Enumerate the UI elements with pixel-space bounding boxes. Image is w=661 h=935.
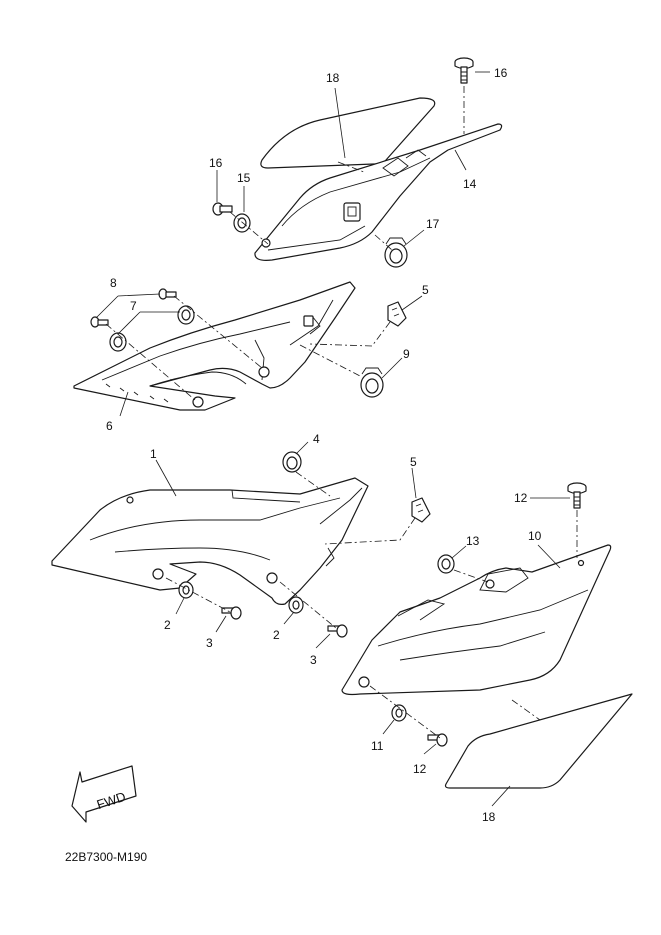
callout-12-upper: 12 [514, 491, 528, 505]
bolt-12-top [567, 482, 587, 509]
callout-16-upper: 16 [494, 66, 508, 80]
callout-5-upper: 5 [422, 283, 429, 297]
callout-3-left: 3 [206, 636, 213, 650]
upper-side-cover [254, 123, 503, 261]
callout-2-right: 2 [273, 628, 280, 642]
callout-17: 17 [426, 217, 440, 231]
callout-18-lower: 18 [482, 810, 496, 824]
leader-lines [95, 71, 570, 807]
callout-2-left: 2 [164, 618, 171, 632]
washer-2-left [178, 581, 194, 599]
assembly-lines [105, 86, 578, 739]
callout-9: 9 [403, 347, 410, 361]
grommet-15 [233, 213, 251, 233]
grommet-4 [282, 451, 302, 473]
grommet-7-lower [109, 332, 127, 352]
callout-4: 4 [313, 432, 320, 446]
callout-10: 10 [528, 529, 542, 543]
clip-5-upper [387, 301, 407, 327]
callout-8: 8 [110, 276, 117, 290]
screw-3-right [327, 624, 348, 638]
mid-side-cover [73, 281, 356, 411]
clip-5-lower [411, 497, 431, 523]
callout-15: 15 [237, 171, 251, 185]
grommet-9 [360, 367, 384, 398]
callout-16-left: 16 [209, 156, 223, 170]
callout-11: 11 [371, 739, 384, 753]
washer-2-right [288, 596, 304, 614]
bolt-8-lower [90, 316, 109, 328]
callout-labels: 18 16 14 16 15 17 8 7 5 9 6 4 5 1 12 10 … [106, 66, 542, 824]
lower-rear-side-cover [341, 544, 612, 696]
grommet-13 [437, 554, 455, 574]
grommet-7-upper [177, 305, 195, 325]
callout-14: 14 [463, 177, 477, 191]
washer-11 [391, 704, 407, 722]
callout-3-right: 3 [310, 653, 317, 667]
callout-13: 13 [466, 534, 480, 548]
decal-upper [260, 97, 436, 169]
lower-front-side-cover [51, 477, 369, 605]
bolt-16-top [454, 57, 474, 84]
bolt-16-left [212, 202, 233, 216]
callout-12-lower: 12 [413, 762, 427, 776]
callout-6: 6 [106, 419, 113, 433]
callout-5-lower: 5 [410, 455, 417, 469]
grommet-17 [384, 237, 408, 268]
screw-12-bottom [427, 733, 448, 747]
decal-lower [444, 693, 633, 789]
callout-1: 1 [150, 447, 157, 461]
callout-18-upper: 18 [326, 71, 340, 85]
fwd-arrow: FWD [71, 765, 137, 823]
callout-7: 7 [130, 299, 137, 313]
diagram-code: 22B7300-M190 [65, 850, 147, 864]
bolt-8-upper [158, 288, 177, 300]
